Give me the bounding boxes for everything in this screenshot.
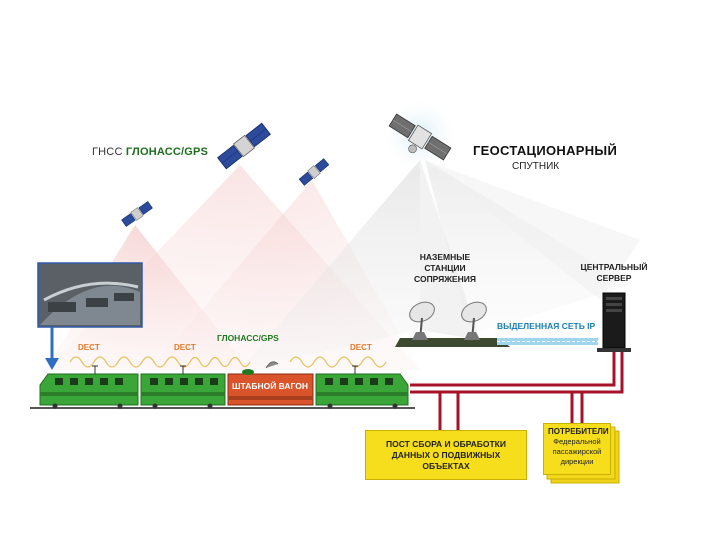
dect-antenna-icons [92, 365, 358, 374]
train-car-1 [39, 373, 139, 406]
geo-satellite-subtitle: СПУТНИК [512, 161, 560, 172]
ip-network-line [497, 338, 598, 345]
post-line3: ОБЪЕКТАХ [422, 461, 470, 471]
staff-car [227, 373, 314, 406]
gnss-satellite-3-icon [298, 158, 330, 186]
train-car-4 [315, 373, 409, 406]
post-line1: ПОСТ СБОРА И ОБРАБОТКИ [386, 439, 506, 449]
rzd-network-lines [410, 352, 624, 430]
geo-satellite-icon [388, 113, 452, 161]
ground-stations-line2: СТАНЦИИ [424, 263, 466, 273]
cab-pointer-arrow [45, 327, 59, 370]
central-server-label: ЦЕНТРАЛЬНЫЙ СЕРВЕР [574, 262, 654, 284]
central-server-line2: СЕРВЕР [596, 273, 632, 283]
train-car-2 [140, 373, 226, 406]
gnss-satellite-2-icon [217, 122, 271, 170]
consumers-title: ПОТРЕБИТЕЛИ [548, 427, 609, 436]
consumers-line1: Федеральной [553, 437, 601, 446]
post-line2: ДАННЫХ О ПОДВИЖНЫХ [391, 450, 501, 460]
server-icon [597, 292, 631, 352]
train [39, 365, 409, 409]
ground-stations-label: НАЗЕМНЫЕ СТАНЦИИ СОПРЯЖЕНИЯ [404, 252, 486, 285]
geo-signal-beams [240, 160, 640, 370]
gnss-name: ГЛОНАСС/GPS [125, 146, 209, 158]
rzd-network-label: СЕТЬ ПЕРЕДАЧИ ДАННЫХ РЖД [445, 371, 572, 380]
dect-label-1: DECT [78, 343, 100, 352]
geo-satellite-title: ГЕОСТАЦИОНАРНЫЙ [473, 143, 618, 158]
dect-label-2: DECT [174, 343, 196, 352]
consumers-box: ПОТРЕБИТЕЛИ Федеральной пассажирской дир… [543, 423, 611, 475]
ground-dish-2-icon [461, 301, 487, 341]
gnss-prefix: ГНСС [92, 146, 123, 158]
gnss-label: ГНСС ГЛОНАСС/GPS [92, 146, 208, 158]
ground-dish-1-icon [409, 301, 435, 341]
train-gnss-antenna-icon [242, 361, 279, 375]
dect-label-3: DECT [350, 343, 372, 352]
consumers-line2: пассажирской [552, 447, 602, 456]
ground-stations-line3: СОПРЯЖЕНИЯ [414, 274, 476, 284]
staff-car-label: ШТАБНОЙ ВАГОН [232, 381, 308, 391]
ground-stations [395, 301, 510, 347]
central-server-line1: ЦЕНТРАЛЬНЫЙ [580, 262, 648, 272]
train-gnss-label: ГЛОНАСС/GPS [217, 333, 279, 343]
gnss-satellite-1-icon [121, 201, 153, 227]
ground-stations-line1: НАЗЕМНЫЕ [419, 252, 471, 262]
dect-waves [69, 356, 387, 368]
consumers-line3: дирекции [560, 457, 594, 466]
post-box: ПОСТ СБОРА И ОБРАБОТКИ ДАННЫХ О ПОДВИЖНЫ… [365, 430, 527, 480]
ip-network-label: ВЫДЕЛЕННАЯ СЕТЬ IP [497, 321, 596, 331]
train-cab-photo [37, 262, 143, 328]
